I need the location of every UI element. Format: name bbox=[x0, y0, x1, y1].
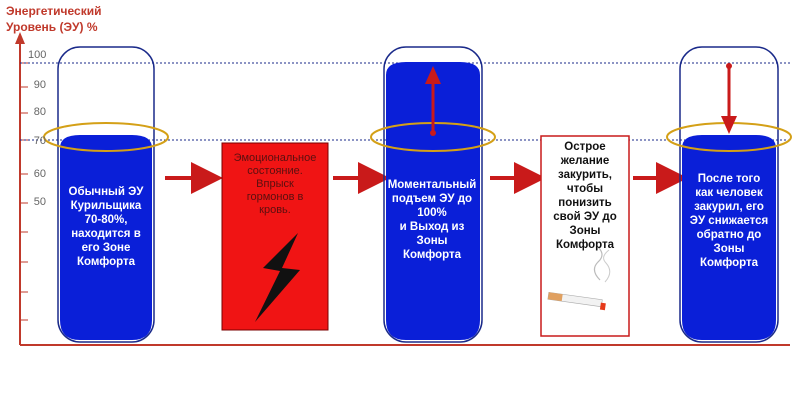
y-tick-label: 60 bbox=[33, 168, 46, 180]
stage-4-line: понизить bbox=[558, 197, 612, 209]
y-tick-label: 70 bbox=[33, 135, 46, 147]
stage-5-line: обратно до bbox=[696, 229, 762, 241]
tube-2-fill bbox=[386, 62, 480, 340]
comfort-zone-ellipse-1 bbox=[43, 122, 169, 152]
tube-3-fill bbox=[682, 135, 776, 340]
stage-4-label: Острое желание закурить, чтобы понизить … bbox=[541, 140, 629, 252]
stage-1-line: находится в bbox=[71, 228, 141, 240]
stage-4-line: Зоны bbox=[569, 225, 601, 237]
tube-2-outline bbox=[383, 46, 483, 343]
stage-4-line: свой ЭУ до bbox=[553, 211, 617, 223]
stage-5-line: как человек bbox=[695, 187, 763, 199]
stage-2-line: кровь. bbox=[259, 204, 291, 216]
stage-5-line: ЭУ снижается bbox=[689, 215, 769, 227]
stage-5-label: После того как человек закурил, его ЭУ с… bbox=[680, 172, 778, 270]
stage-4-line: чтобы bbox=[566, 183, 604, 195]
stage-1-line: Курильщика bbox=[70, 200, 142, 212]
lightning-icon bbox=[255, 233, 300, 322]
y-axis-title-line-2: Уровень (ЭУ) % bbox=[6, 20, 98, 34]
stage-5-line: Комфорта bbox=[699, 257, 759, 269]
stage-3-line: 100% bbox=[417, 207, 447, 219]
stage-5-line: Зоны bbox=[713, 243, 745, 255]
y-tick-label: 100 bbox=[28, 49, 47, 61]
stage-5-line: После того bbox=[697, 173, 761, 185]
y-tick-label: 80 bbox=[33, 106, 46, 118]
stage-3-line: Моментальный bbox=[387, 179, 477, 191]
stage-1-line: Комфорта bbox=[76, 256, 136, 268]
cigarette-icon bbox=[547, 246, 611, 311]
stage-1-label: Обычный ЭУ Курильщика 70-80%, находится … bbox=[60, 185, 152, 269]
stage-1-line: его Зоне bbox=[81, 242, 131, 254]
tube-1-outline bbox=[57, 46, 155, 343]
stage-2-line: гормонов в bbox=[246, 191, 304, 203]
stage-4-line: Комфорта bbox=[555, 239, 615, 251]
tube-3-outline bbox=[679, 46, 779, 343]
y-axis-arrow bbox=[15, 32, 25, 44]
y-axis-title-line-1: Энергетический bbox=[6, 4, 102, 18]
stage-4-line: закурить, bbox=[558, 169, 612, 181]
tube-1-fill bbox=[60, 135, 152, 340]
stage-3-label: Моментальный подъем ЭУ до 100% и Выход и… bbox=[382, 178, 482, 262]
stage-1-line: 70-80%, bbox=[84, 214, 128, 226]
stage-2-line: Впрыск bbox=[256, 178, 294, 190]
stage-1-line: Обычный ЭУ bbox=[68, 186, 144, 198]
stage-3-line: Зоны bbox=[416, 235, 448, 247]
stage-4-line: Острое bbox=[564, 141, 606, 153]
rise-arrow bbox=[425, 66, 441, 136]
y-tick-label: 90 bbox=[33, 79, 46, 91]
stage-2-line: состояние. bbox=[247, 165, 303, 177]
stage-3-line: Комфорта bbox=[402, 249, 462, 261]
stage-3-line: подъем ЭУ до bbox=[391, 193, 473, 205]
y-axis-title: Энергетический Уровень (ЭУ) % bbox=[6, 3, 156, 35]
y-axis-tick-marks bbox=[20, 62, 28, 321]
emotional-state-box bbox=[221, 142, 329, 331]
stage-3-line: и Выход из bbox=[399, 221, 465, 233]
stage-2-label: Эмоциональное состояние. Впрыск гормонов… bbox=[222, 152, 328, 217]
fall-arrow bbox=[721, 63, 737, 134]
y-tick-label: 50 bbox=[33, 196, 46, 208]
stage-2-line: Эмоциональное bbox=[233, 152, 317, 164]
stage-5-line: закурил, его bbox=[694, 201, 764, 213]
stage-4-line: желание bbox=[560, 155, 610, 167]
